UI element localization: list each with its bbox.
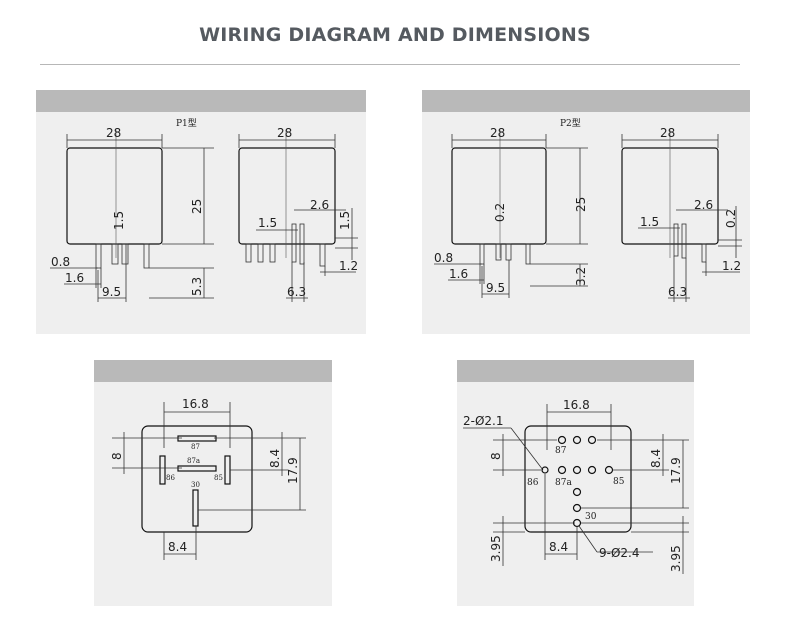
- title-divider: [40, 64, 740, 65]
- wr-label-87: 87: [555, 446, 567, 456]
- p1-drawing: P1型 28 25 1.5 5.3 0.8 1.6 9.5: [50, 118, 358, 302]
- p2-side-pin-gap: 2.6: [694, 198, 713, 212]
- panel-wiring-right: 16.8 2-Ø2.1 87 86 87a 85 30 8 8.4 17.9 3…: [457, 360, 694, 606]
- p1-side-body: [238, 147, 336, 245]
- wr-pin-callout: 9-Ø2.4: [599, 546, 640, 560]
- p1-label: P1型: [176, 118, 197, 129]
- p1-side-pin-gap: 2.6: [310, 198, 329, 212]
- p1-front-pin-spacing: 9.5: [102, 285, 121, 299]
- wr-label-30: 30: [585, 512, 597, 522]
- p2-front-pin-spacing: 9.5: [486, 281, 505, 295]
- wr-label-87a: 87a: [555, 478, 572, 488]
- p2-label: P2型: [560, 118, 581, 129]
- p1-side-pin-width: 1.2: [339, 259, 358, 273]
- wl-right-height-a: 8.4: [268, 449, 282, 468]
- wl-pin-86: [159, 455, 166, 485]
- p1-side-width: 28: [277, 126, 292, 140]
- wl-top-width: 16.8: [182, 397, 209, 411]
- p1-side-pin-offset: 1.5: [258, 216, 277, 230]
- p2-side-width: 28: [660, 126, 675, 140]
- wl-label-87: 87: [191, 443, 200, 451]
- p1-front-pin-offset: 1.5: [112, 211, 126, 230]
- wr-right-height-a: 8.4: [649, 449, 663, 468]
- p2-front-pin-offset: 0.2: [493, 203, 507, 222]
- wr-left-height: 8: [489, 452, 503, 460]
- p2-side-pin-spacing: 6.3: [668, 285, 687, 299]
- p2-side-pin-width: 1.2: [722, 259, 741, 273]
- wl-right-height-b: 17.9: [286, 457, 300, 484]
- p2-front-body: [451, 147, 547, 245]
- wl-label-30: 30: [191, 481, 200, 489]
- wr-bottom-width: 8.4: [549, 540, 568, 554]
- wl-pin-87: [177, 435, 217, 442]
- wr-hole-callout: 2-Ø2.1: [463, 414, 504, 428]
- p2-side-pin-height: 0.2: [724, 209, 738, 228]
- p2-front-pin-width: 1.6: [449, 267, 468, 281]
- wl-bottom-width: 8.4: [168, 540, 187, 554]
- wr-top-width: 16.8: [563, 398, 590, 412]
- p2-front-width: 28: [490, 126, 505, 140]
- wl-pin-87a: [177, 465, 217, 472]
- panel-header-bar: [457, 360, 694, 382]
- panel-header-bar: [36, 90, 366, 112]
- panel-header-bar: [422, 90, 750, 112]
- wr-label-85: 85: [613, 477, 625, 487]
- wl-pin-30: [192, 489, 199, 527]
- p1-side-pin-height: 1.5: [338, 211, 352, 230]
- wr-bottom-left: 3.95: [489, 535, 503, 562]
- p1-front-width: 28: [106, 126, 121, 140]
- p1-front-height: 25: [190, 199, 204, 214]
- p2-drawing: P2型 28 25 0.2 3.2 0.8 1.6 9.5 28 2.6: [434, 118, 742, 302]
- p2-side-pin-offset: 1.5: [640, 215, 659, 229]
- wr-right-height-b: 17.9: [669, 457, 683, 484]
- wl-label-85: 85: [214, 474, 223, 482]
- wl-pin-85: [224, 455, 231, 485]
- wr-body: [524, 425, 632, 533]
- p1-side-pin-spacing: 6.3: [287, 285, 306, 299]
- wl-label-86: 86: [166, 474, 175, 482]
- wr-label-86: 86: [527, 478, 539, 488]
- panel-wiring-left: 16.8 87 87a 86 85 30 8 8.4 17.9 8.4: [94, 360, 332, 606]
- wr-bottom-right: 3.95: [669, 545, 683, 572]
- wl-label-87a: 87a: [187, 457, 200, 465]
- p2-front-pin-thickness: 0.8: [434, 251, 453, 265]
- p1-front-pin-width: 1.6: [65, 271, 84, 285]
- p1-front-pin-thickness: 0.8: [51, 255, 70, 269]
- panel-p2-dimensions: P2型 28 25 0.2 3.2 0.8 1.6 9.5 28 2.6: [422, 90, 750, 334]
- p2-front-height: 25: [574, 197, 588, 212]
- wl-body: [141, 425, 253, 533]
- wl-left-height: 8: [110, 452, 124, 460]
- page-title: WIRING DIAGRAM AND DIMENSIONS: [199, 24, 591, 46]
- p2-front-pin-length: 3.2: [574, 267, 588, 286]
- wiring-right-drawing: 16.8 2-Ø2.1 87 86 87a 85 30 8 8.4 17.9 3…: [463, 398, 689, 574]
- p1-front-pin-length: 5.3: [190, 277, 204, 296]
- wiring-left-drawing: 16.8 87 87a 86 85 30 8 8.4 17.9 8.4: [110, 397, 306, 560]
- wr-hole-86: [541, 466, 549, 474]
- panel-header-bar: [94, 360, 332, 382]
- panel-p1-dimensions: P1型 28 25 1.5 5.3 0.8 1.6 9.5: [36, 90, 366, 334]
